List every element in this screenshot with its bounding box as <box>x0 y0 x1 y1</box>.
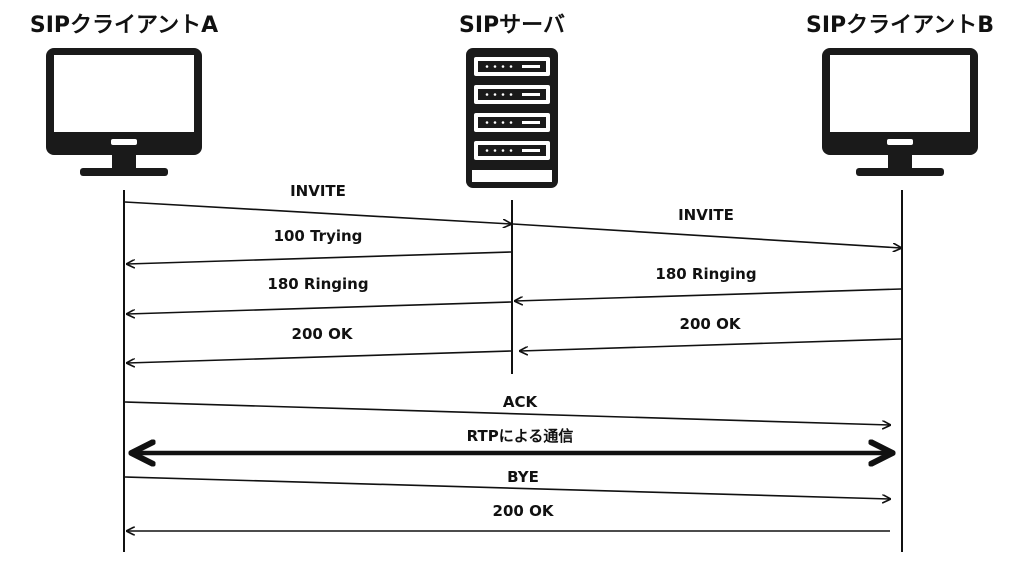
server-unit-1 <box>474 57 550 76</box>
label-ringing-b-to-server: 180 Ringing <box>655 265 756 283</box>
arrow-ringing-b-to-server <box>515 288 902 301</box>
server-unit-4 <box>474 141 550 160</box>
arrow-invite-server-to-b <box>512 223 901 248</box>
server-unit-2 <box>474 85 550 104</box>
arrow-bye-a-to-b <box>124 476 890 499</box>
arrow-ringing-server-to-a <box>127 301 512 314</box>
label-ack-a-to-b: ACK <box>503 393 539 411</box>
label-ringing-server-to-a: 180 Ringing <box>267 275 368 293</box>
server-unit-3 <box>474 113 550 132</box>
label-bye-a-to-b: BYE <box>507 468 539 486</box>
monitor-icon-client-b <box>822 48 978 176</box>
arrow-invite-a-to-server <box>124 201 511 224</box>
label-ok-b-to-server: 200 OK <box>680 315 742 333</box>
label-ok-server-to-a: 200 OK <box>292 325 354 343</box>
arrow-trying-server-to-a <box>127 251 512 264</box>
participant-title-server: SIPサーバ <box>459 13 565 38</box>
label-trying-server-to-a: 100 Trying <box>274 227 363 245</box>
label-rtp-a-b: RTPによる通信 <box>467 427 574 445</box>
arrow-ok-server-to-a <box>127 350 512 363</box>
label-ok-b-to-a: 200 OK <box>493 502 555 520</box>
label-invite-a-to-server: INVITE <box>290 182 346 200</box>
label-invite-server-to-b: INVITE <box>678 206 734 224</box>
server-rack-icon <box>466 48 558 188</box>
monitor-icon-client-a <box>46 48 202 176</box>
participant-title-client-a: SIPクライアントA <box>30 13 218 38</box>
arrow-ack-a-to-b <box>124 401 890 425</box>
participant-title-client-b: SIPクライアントB <box>806 13 994 38</box>
arrow-ok-b-to-server <box>520 338 902 351</box>
